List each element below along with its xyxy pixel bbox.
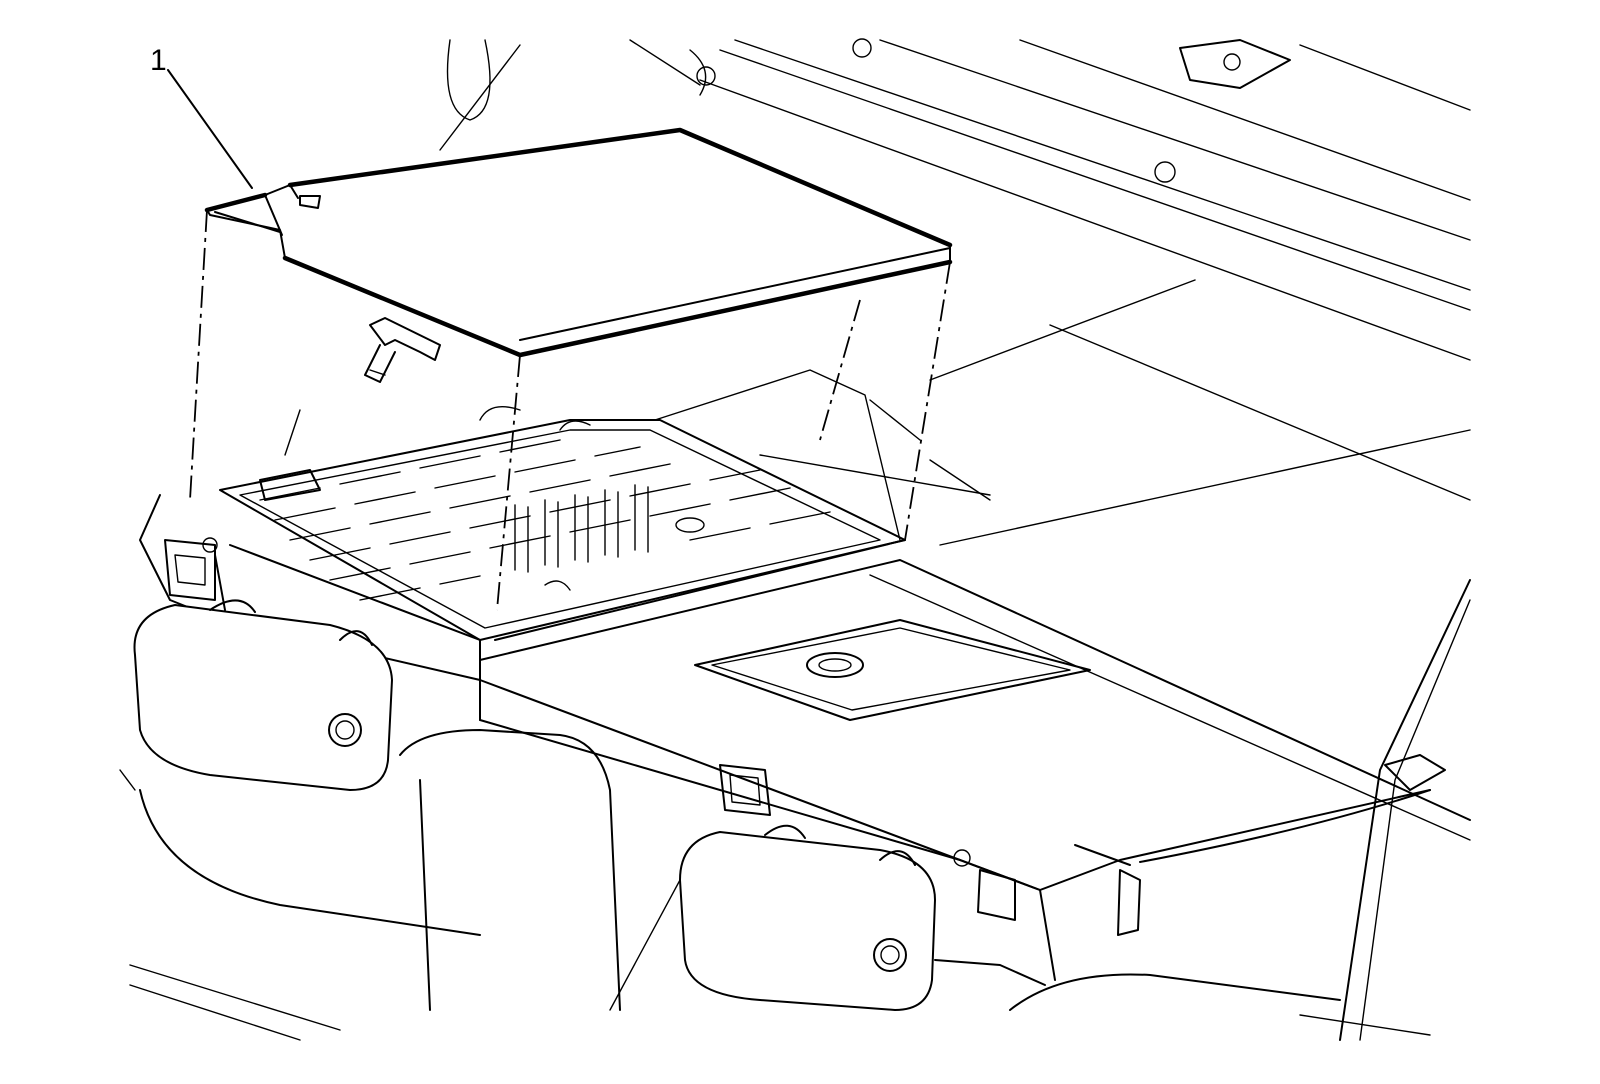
perforated-tray-icon	[219, 419, 906, 641]
headrest-icon-right	[679, 824, 936, 1011]
cargo-floor-panel	[479, 539, 1471, 1041]
callout-leader-1	[167, 69, 253, 189]
cargo-cover-icon	[189, 127, 991, 611]
trunk-background	[439, 38, 1471, 546]
seat-cushions	[119, 729, 1431, 1041]
callout-label-1: 1	[150, 44, 167, 77]
access-panel	[694, 619, 1091, 721]
seat-belt-icon	[1339, 579, 1471, 1041]
headrest-icon	[133, 599, 393, 791]
access-panel-handle	[806, 652, 864, 678]
